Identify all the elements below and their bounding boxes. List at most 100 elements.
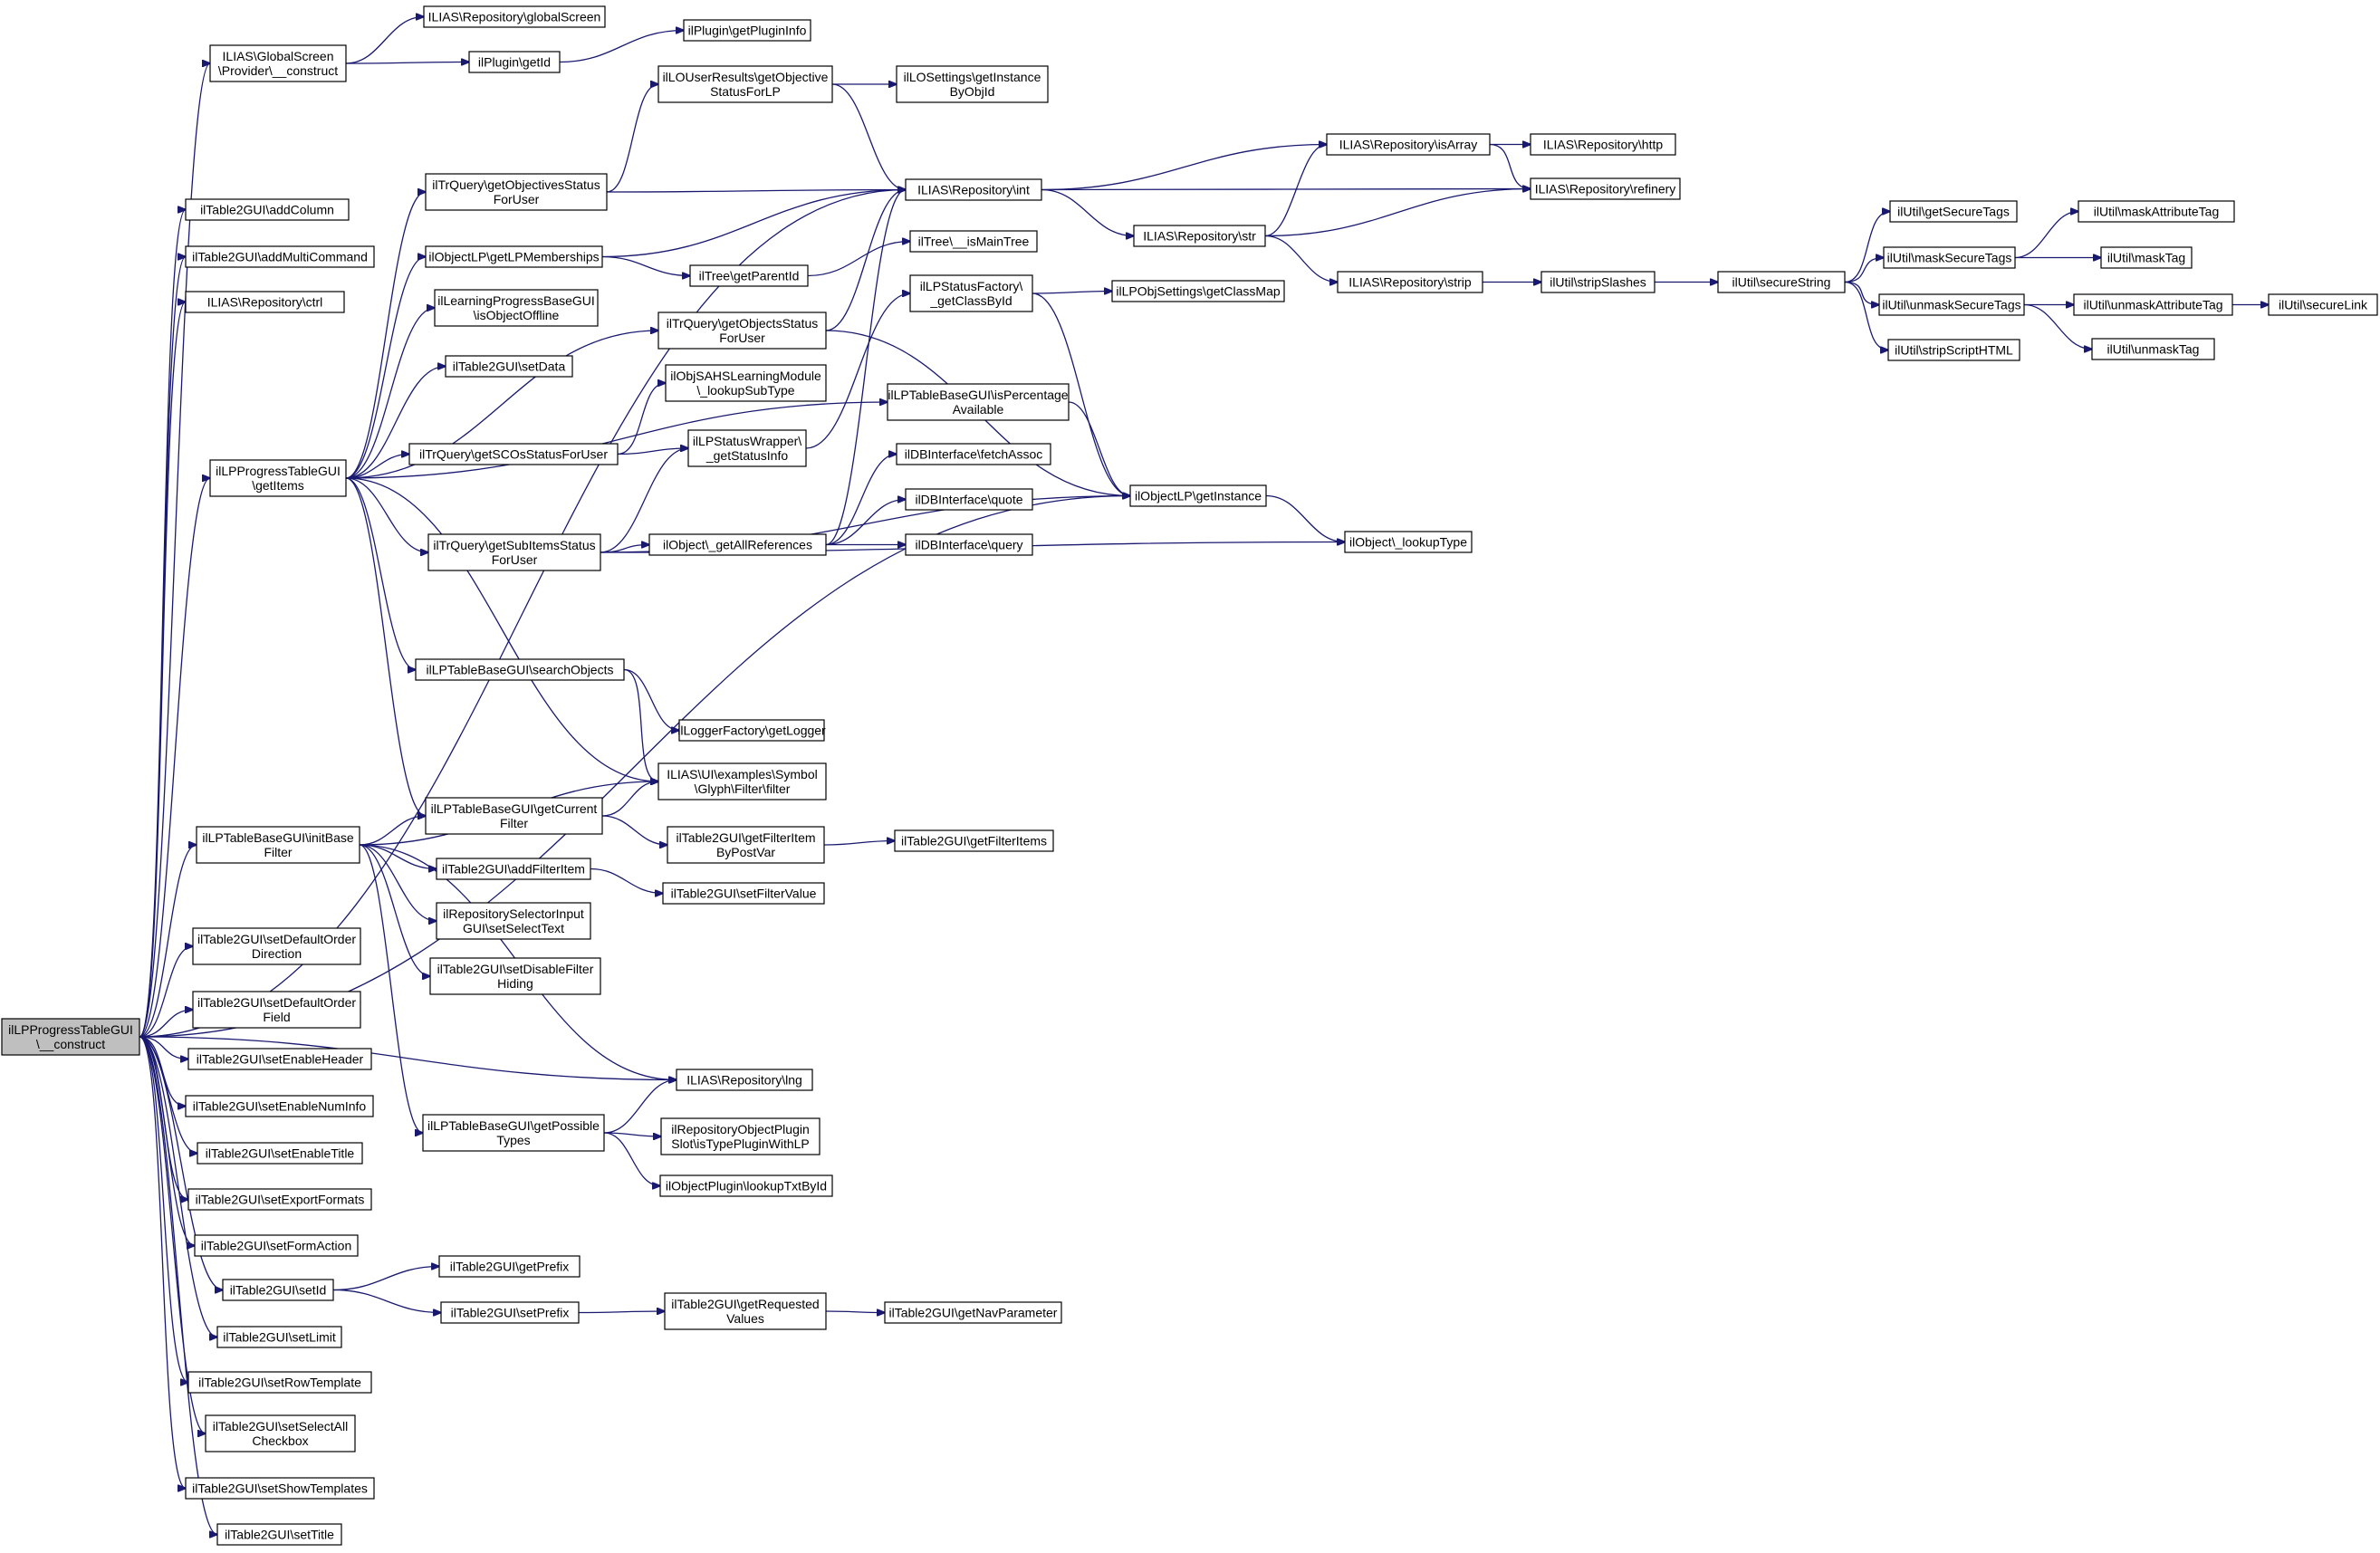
function-node[interactable]: ilTable2GUI\setEnableHeader [187,1048,372,1070]
function-node[interactable]: ILIAS\Repository\int [905,178,1042,201]
function-node[interactable]: ilLPTableBaseGUI\searchObjects [415,658,625,681]
function-node[interactable]: ilLPStatusWrapper\_getStatusInfo [687,429,807,467]
function-node[interactable]: ilTable2GUI\setData [445,355,573,378]
function-node[interactable]: ilTable2GUI\setShowTemplates [185,1477,375,1500]
node-label: ilTable2GUI\getPrefix [450,1260,570,1274]
function-node[interactable]: ilTable2GUI\setTitle [216,1523,342,1546]
function-node[interactable]: ilLPProgressTableGUI\getItems [209,459,347,497]
function-node[interactable]: ilRepositorySelectorInputGUI\setSelectTe… [436,902,591,940]
function-node[interactable]: ilTable2GUI\addColumn [185,198,350,221]
node-label: _getStatusInfo [705,448,789,463]
function-node[interactable]: ilTable2GUI\setFilterValue [662,882,825,905]
function-node[interactable]: ilTable2GUI\setRowTemplate [187,1371,372,1394]
function-node[interactable]: ilTable2GUI\addMultiCommand [185,245,375,268]
function-node[interactable]: ilUtil\secureString [1717,271,1846,293]
function-node[interactable]: ilUtil\stripScriptHTML [1887,339,2020,361]
call-edge [1032,292,1130,496]
function-node[interactable]: ILIAS\Repository\refinery [1530,177,1681,200]
node-box [205,1414,356,1452]
node-box [440,1301,580,1324]
function-node[interactable]: ilRepositoryObjectPluginSlot\isTypePlugi… [660,1117,821,1155]
function-node[interactable]: ilObjectLP\getInstance [1129,484,1267,507]
function-node[interactable]: ilUtil\maskAttributeTag [2078,200,2235,223]
function-node[interactable]: ilTable2GUI\setPrefix [440,1301,580,1324]
function-node[interactable]: ilObjectLP\getLPMemberships [425,245,603,268]
function-node[interactable]: ILIAS\Repository\lng [676,1069,813,1091]
function-node[interactable]: ilPlugin\getPluginInfo [683,19,811,42]
function-node[interactable]: ilUtil\secureLink [2268,293,2378,316]
function-node[interactable]: ilLoggerFactory\getLogger [677,719,826,742]
function-node[interactable]: ilDBInterface\quote [905,488,1033,511]
function-node[interactable]: ilTable2GUI\getFilterItems [894,829,1054,852]
function-node[interactable]: ILIAS\Repository\globalScreen [423,5,606,28]
function-node[interactable]: ilTree\getParentId [689,264,809,287]
function-node[interactable]: ilObject\_lookupType [1344,531,1473,553]
node-label: ilUtil\stripScriptHTML [1895,343,2013,358]
node-box [884,1301,1062,1324]
function-node[interactable]: ilLPStatusFactory\_getClassById [909,274,1033,312]
function-node[interactable]: ILIAS\Repository\str [1133,225,1266,247]
function-node[interactable]: ilPlugin\getId [468,51,561,73]
function-node[interactable]: ilUtil\unmaskTag [2091,338,2215,360]
call-edge [825,1311,885,1313]
function-node[interactable]: ilUtil\maskTag [2100,246,2193,269]
function-node[interactable]: ilTable2GUI\getNavParameter [884,1301,1062,1324]
node-box [425,173,608,211]
node-box [192,927,361,965]
root-function-node[interactable]: ilLPProgressTableGUI\__construct [1,1018,140,1056]
function-node[interactable]: ilDBInterface\query [905,533,1033,556]
function-node[interactable]: ilTrQuery\getSCOsStatusForUser [408,443,619,465]
node-box [905,178,1042,201]
function-node[interactable]: ilTable2GUI\setEnableNumInfo [185,1095,374,1117]
function-node[interactable]: ilObjectPlugin\lookupTxtById [659,1174,833,1197]
function-node[interactable]: ilTable2GUI\setFormAction [194,1234,359,1257]
call-edge [601,815,667,845]
function-node[interactable]: ilTree\__isMainTree [909,230,1038,253]
function-node[interactable]: ilUtil\unmaskSecureTags [1878,293,2025,316]
call-edge [139,1036,217,1337]
function-node[interactable]: ilUtil\unmaskAttributeTag [2073,293,2233,316]
function-node[interactable]: ILIAS\UI\examples\Symbol\Glyph\Filter\fi… [657,762,827,800]
node-label: ilTable2GUI\setEnableTitle [206,1146,355,1161]
call-edge [139,1010,193,1038]
function-node[interactable]: ilTable2GUI\setEnableTitle [197,1142,363,1165]
function-node[interactable]: ilUtil\maskSecureTags [1883,246,2016,269]
function-node[interactable]: ILIAS\Repository\strip [1337,271,1483,293]
function-node[interactable]: ilLPObjSettings\getClassMap [1111,280,1285,302]
function-node[interactable]: ILIAS\Repository\isArray [1326,133,1491,156]
function-node[interactable]: ilUtil\getSecureTags [1889,200,2018,223]
function-node[interactable]: ilLearningProgressBaseGUI\isObjectOfflin… [434,289,599,327]
node-label: ILIAS\Repository\globalScreen [428,10,601,24]
function-node[interactable]: ilObjSAHSLearningModule\_lookupSubType [665,364,827,402]
call-edge [345,257,426,479]
function-node[interactable]: ilTable2GUI\addFilterItem [436,858,591,880]
function-node[interactable]: ILIAS\Repository\http [1530,133,1676,156]
function-node[interactable]: ilTable2GUI\getPrefix [438,1255,581,1278]
function-node[interactable]: ILIAS\GlobalScreen\Provider\__construct [209,44,347,82]
function-node[interactable]: ilDBInterface\fetchAssoc [896,443,1051,465]
function-node[interactable]: ilTable2GUI\setLimit [216,1326,342,1348]
function-node[interactable]: ilUtil\stripSlashes [1540,271,1655,293]
function-node[interactable]: ilTable2GUI\setId [222,1279,334,1301]
function-node[interactable]: ilObject\_getAllReferences [648,533,827,556]
node-label: ilLPTableBaseGUI\isPercentage [888,388,1068,402]
call-edge [359,844,423,1133]
node-label: ForUser [719,331,765,345]
function-node[interactable]: ILIAS\Repository\ctrl [185,291,345,313]
function-node[interactable]: ilTable2GUI\setExportFormats [187,1188,372,1211]
